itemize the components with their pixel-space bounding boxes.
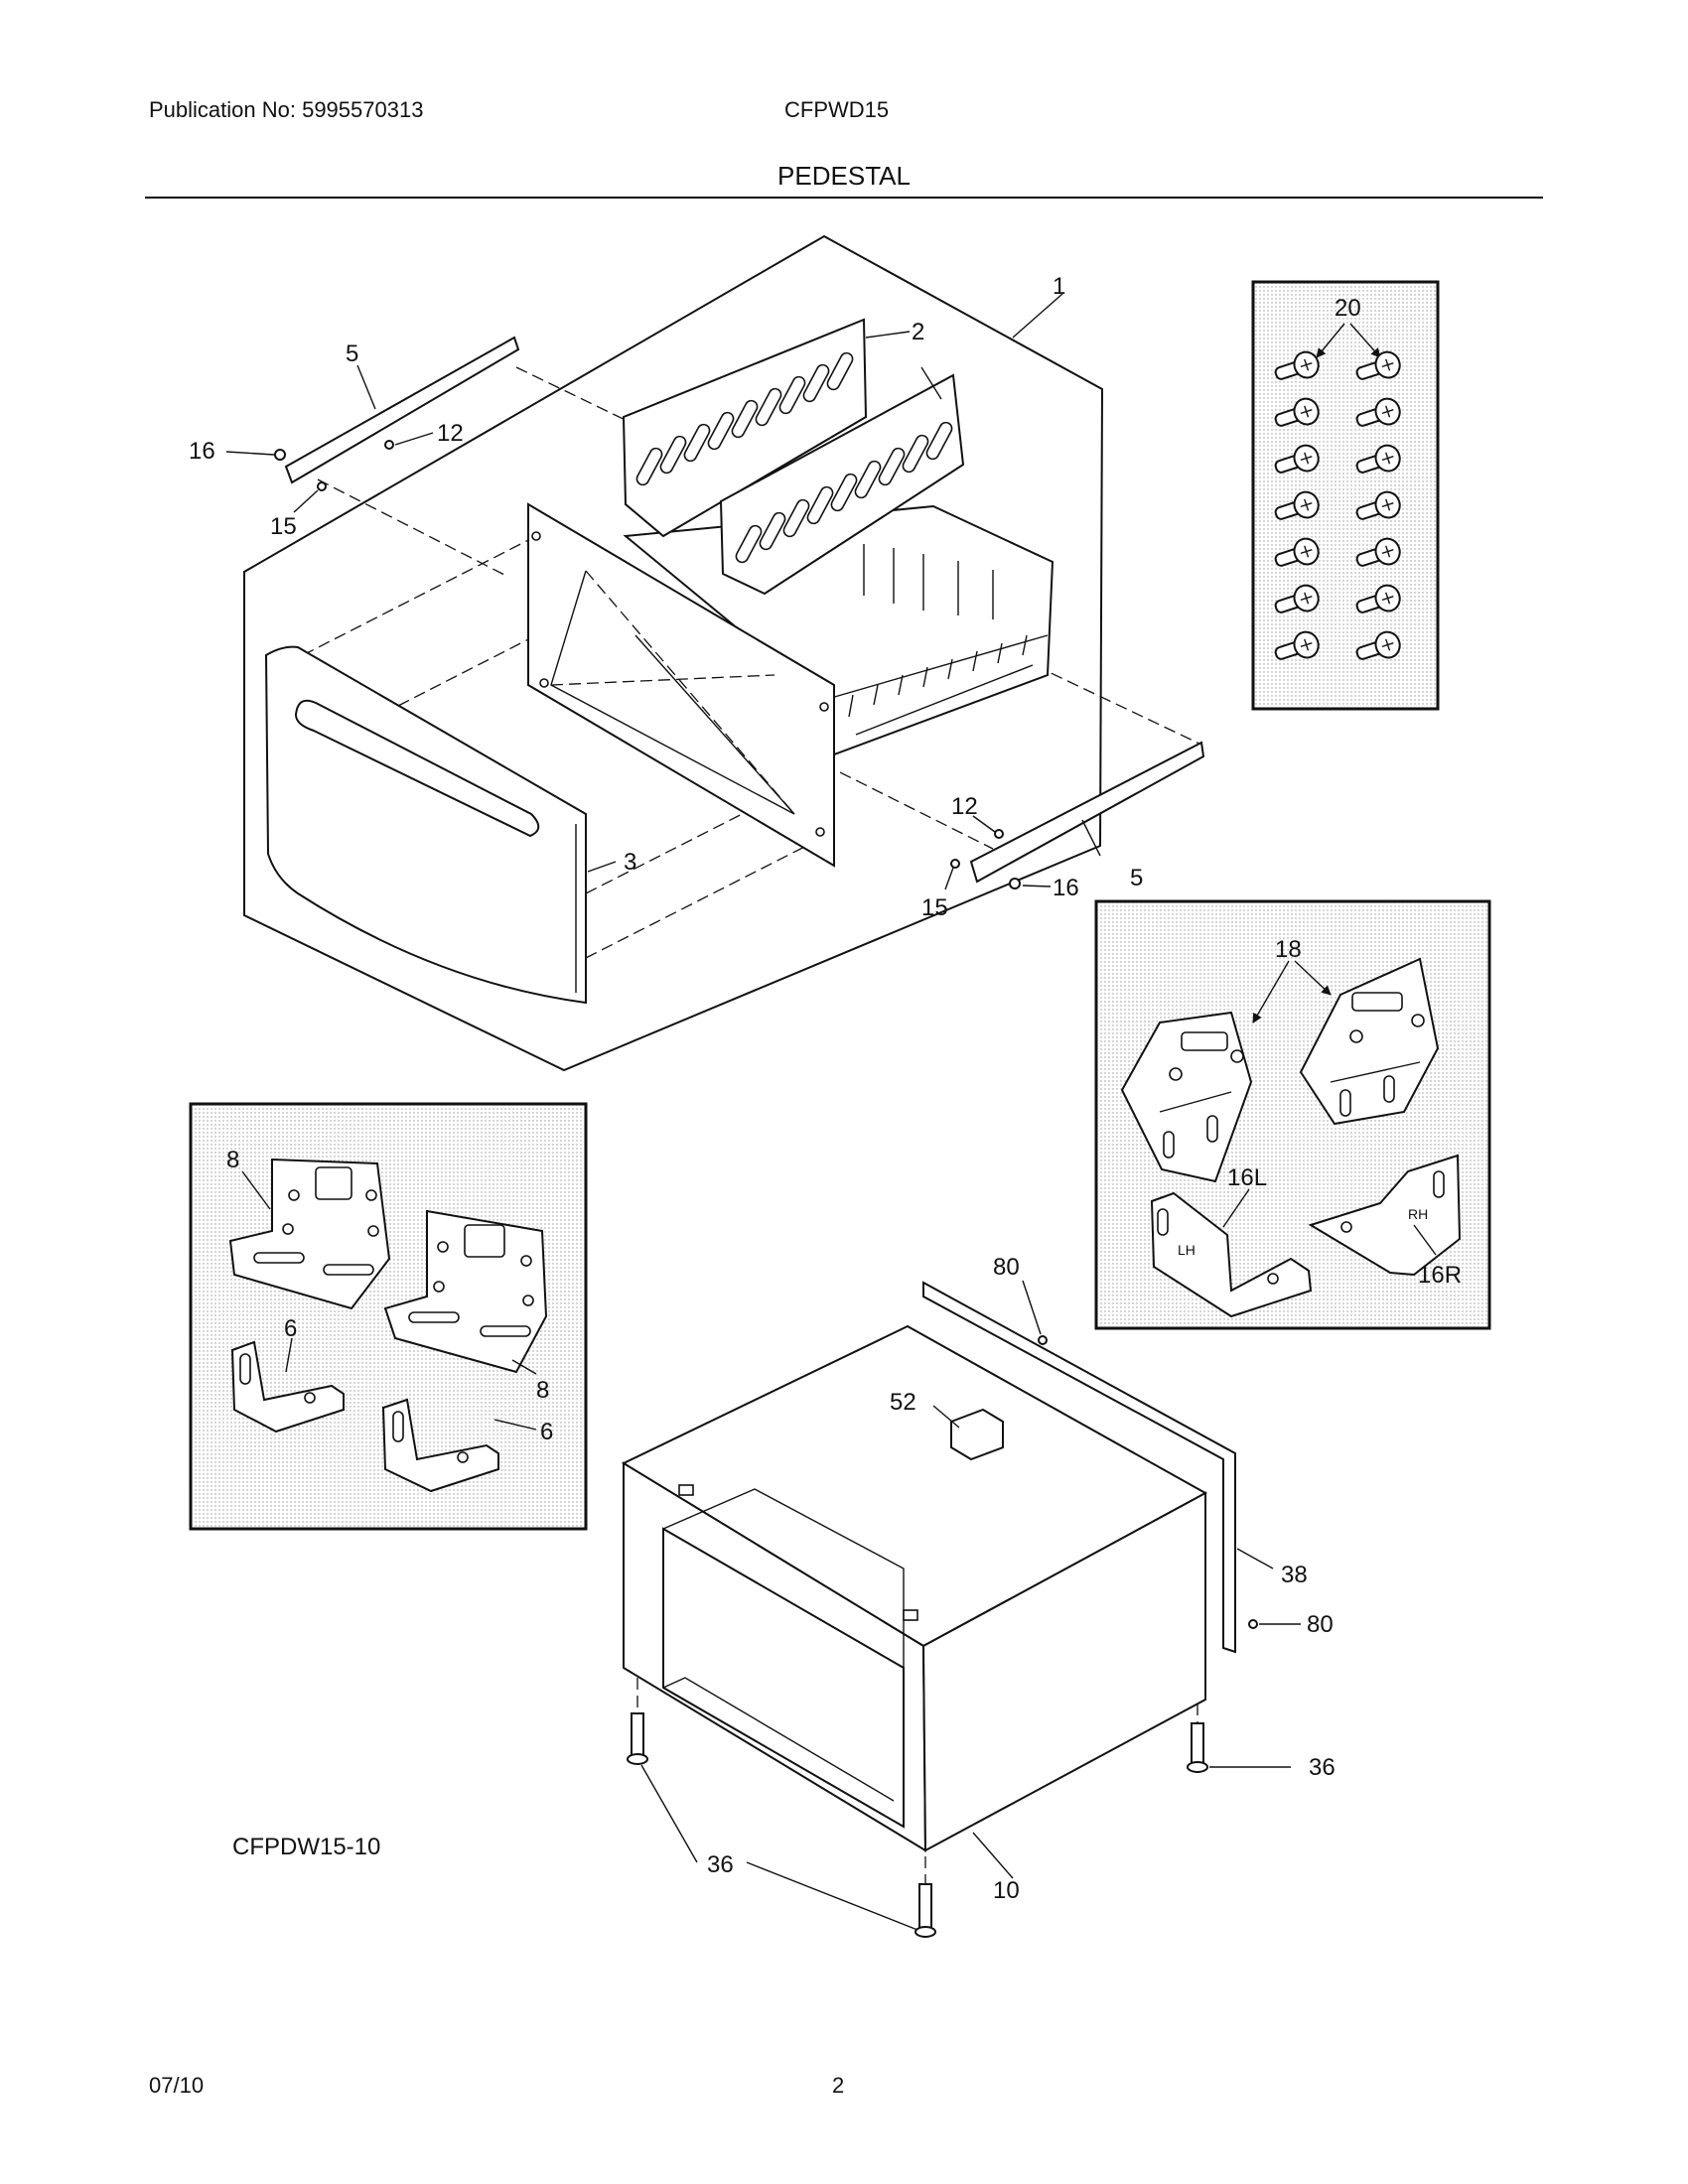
screw-80-side bbox=[1248, 1619, 1258, 1629]
screw-12-right bbox=[994, 829, 1004, 839]
hinge-bracket-18-right bbox=[1299, 957, 1440, 1126]
pedestal-back-flange bbox=[922, 1281, 1236, 1654]
leveling-leg-left bbox=[627, 1678, 648, 1765]
screw-15-left bbox=[317, 481, 327, 491]
leader-lines-drawer bbox=[225, 293, 1101, 890]
callout-8-top: 8 bbox=[226, 1147, 239, 1173]
callout-10: 10 bbox=[993, 1877, 1020, 1904]
screw-20 bbox=[1274, 490, 1320, 520]
screw-20 bbox=[1355, 537, 1401, 567]
callout-6-top: 6 bbox=[284, 1315, 297, 1342]
leveling-leg-front bbox=[914, 1856, 936, 1938]
slide-rail-right bbox=[969, 741, 1205, 884]
callout-80-side: 80 bbox=[1307, 1611, 1334, 1638]
bracket-rh-label: RH bbox=[1408, 1206, 1428, 1222]
bracket-8-left bbox=[228, 1158, 391, 1310]
screw-20 bbox=[1274, 584, 1320, 614]
bracket-8-right bbox=[383, 1209, 548, 1374]
callout-16R: 16R bbox=[1418, 1262, 1462, 1289]
screw-20 bbox=[1274, 537, 1320, 567]
screw-kit-box bbox=[1251, 280, 1440, 711]
drawer-assembly-outline bbox=[243, 234, 1104, 1072]
callout-16-left: 16 bbox=[189, 438, 215, 465]
callout-12-left: 12 bbox=[437, 420, 464, 447]
control-module-52 bbox=[950, 1408, 1004, 1461]
model-number: CFPWD15 bbox=[784, 97, 890, 122]
callout-8-bottom: 8 bbox=[536, 1377, 549, 1404]
callout-20: 20 bbox=[1335, 295, 1361, 322]
callout-15-right: 15 bbox=[921, 894, 948, 921]
divider-grille-front bbox=[719, 373, 965, 596]
callout-1: 1 bbox=[1053, 273, 1065, 300]
screw-20 bbox=[1355, 584, 1401, 614]
divider-grille-rear bbox=[622, 318, 868, 538]
leader-lines-leg-box bbox=[241, 1170, 537, 1431]
bracket-6-left bbox=[230, 1340, 345, 1433]
screw-20 bbox=[1355, 350, 1401, 380]
screw-20 bbox=[1274, 444, 1320, 474]
header-rule bbox=[145, 197, 1543, 199]
screw-20 bbox=[1355, 630, 1401, 660]
screw-20 bbox=[1355, 397, 1401, 427]
callout-5-right: 5 bbox=[1130, 865, 1143, 891]
publication-date: 07/10 bbox=[149, 2073, 205, 2098]
callout-2: 2 bbox=[912, 319, 924, 345]
screw-set-20 bbox=[1274, 350, 1401, 660]
publication-number: Publication No: 5995570313 bbox=[149, 97, 424, 122]
page-number: 2 bbox=[832, 2073, 845, 2098]
screw-80-top bbox=[1038, 1335, 1048, 1345]
bracket-16R: RH bbox=[1308, 1154, 1462, 1277]
leg-bracket-box-group: 8 8 6 6 bbox=[189, 1102, 588, 1531]
bracket-lh-label: LH bbox=[1178, 1242, 1196, 1258]
callout-3: 3 bbox=[624, 849, 636, 876]
leveling-leg-right bbox=[1187, 1704, 1208, 1773]
callout-18: 18 bbox=[1275, 936, 1302, 963]
callout-15-left: 15 bbox=[270, 513, 297, 540]
screw-12-left bbox=[384, 440, 394, 450]
figure-id: CFPDW15-10 bbox=[232, 1834, 380, 1860]
screw-20 bbox=[1355, 490, 1401, 520]
drawer-frame bbox=[527, 502, 835, 868]
callout-5-left: 5 bbox=[346, 341, 358, 367]
callout-36-right: 36 bbox=[1309, 1754, 1336, 1781]
callout-38: 38 bbox=[1281, 1562, 1308, 1588]
screw-20 bbox=[1355, 444, 1401, 474]
callout-16-right: 16 bbox=[1053, 875, 1079, 901]
drawer-assembly-group: 1 2 3 5 5 16 12 15 12 15 16 bbox=[189, 234, 1205, 1072]
screw-20 bbox=[1274, 397, 1320, 427]
slide-rail-left bbox=[284, 336, 520, 484]
screw-15-right bbox=[950, 859, 960, 869]
drawer-front-panel bbox=[264, 645, 587, 1005]
pedestal-front-opening bbox=[662, 1527, 905, 1829]
screw-16-left bbox=[274, 449, 286, 461]
callout-16L: 16L bbox=[1227, 1164, 1267, 1191]
screw-kit-box-group: 20 bbox=[1251, 280, 1440, 711]
hinge-bracket-box-group: 18 LH RH 16L 16R bbox=[1094, 899, 1491, 1330]
bracket-16L: LH bbox=[1150, 1191, 1313, 1318]
section-title: PEDESTAL bbox=[777, 161, 911, 191]
callout-12-right: 12 bbox=[951, 793, 978, 820]
screw-16-right bbox=[1009, 878, 1021, 889]
callout-6-bottom: 6 bbox=[540, 1419, 553, 1445]
screw-20 bbox=[1274, 630, 1320, 660]
callout-36-bottom: 36 bbox=[707, 1851, 734, 1878]
callout-52: 52 bbox=[890, 1389, 916, 1416]
callout-80-top: 80 bbox=[993, 1254, 1020, 1281]
bracket-6-right bbox=[381, 1398, 499, 1493]
leader-lines-pedestal bbox=[640, 1280, 1301, 1931]
pedestal-side bbox=[921, 1491, 1206, 1852]
pedestal-cabinet-group: 80 52 38 80 36 36 10 bbox=[621, 1254, 1336, 1938]
hinge-bracket-18-left bbox=[1120, 1011, 1253, 1183]
screw-20 bbox=[1274, 350, 1320, 380]
